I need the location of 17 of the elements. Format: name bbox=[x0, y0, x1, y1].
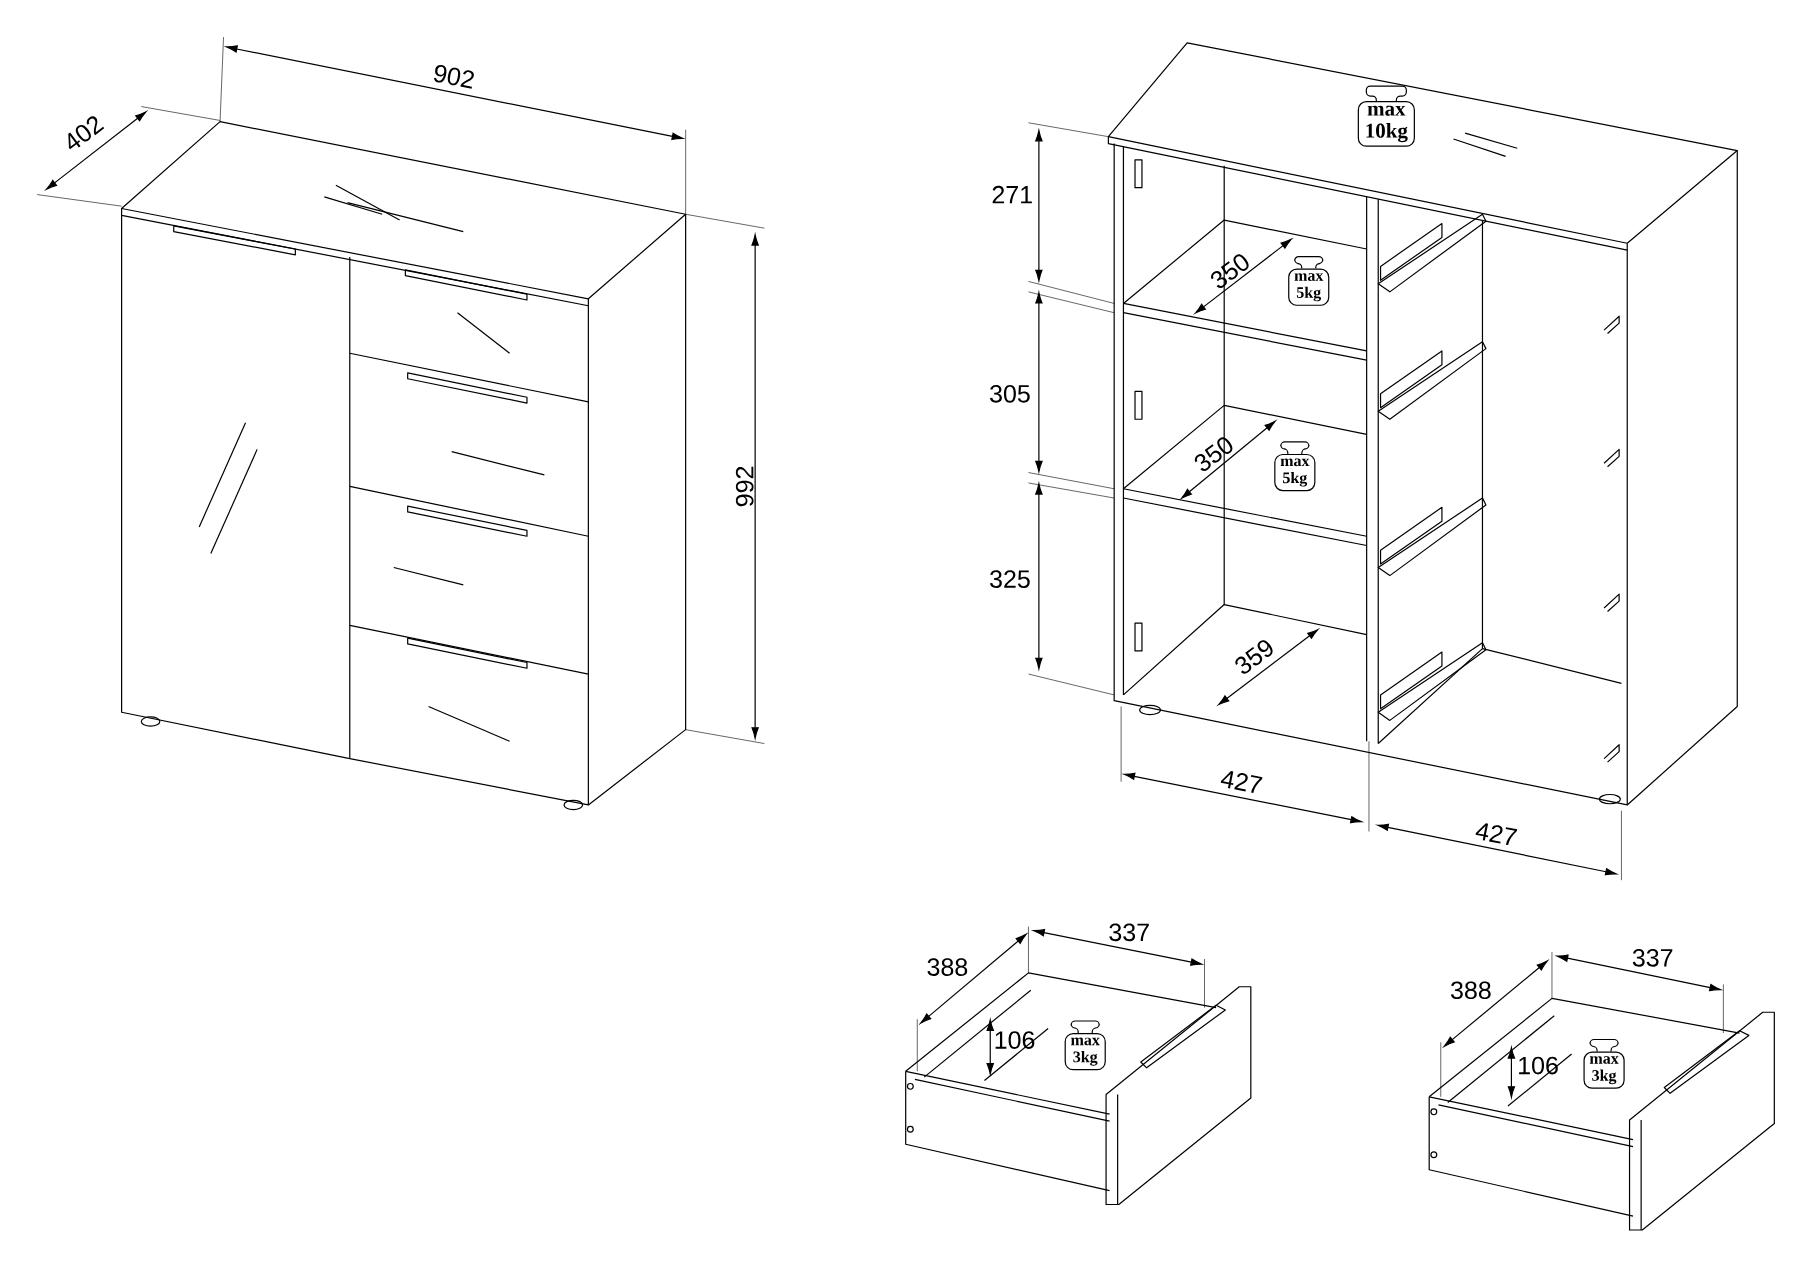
dimension-label: 271 bbox=[992, 185, 1032, 204]
dimension-label: 388 bbox=[1450, 981, 1491, 1000]
dimension-label: 106 bbox=[995, 1031, 1035, 1049]
dimension-label: 427 bbox=[1220, 771, 1263, 793]
dimension-label: 359 bbox=[1235, 640, 1273, 674]
dimension-label: 305 bbox=[990, 385, 1030, 403]
dimension-label: 902 bbox=[434, 65, 474, 89]
dimension-label: 337 bbox=[1632, 949, 1673, 967]
dimension-label: 325 bbox=[990, 570, 1030, 588]
dimension-label: 350 bbox=[1194, 437, 1233, 472]
dimension-label: 337 bbox=[1109, 923, 1149, 942]
dimension-label: 992 bbox=[735, 466, 754, 507]
dimension-label: 106 bbox=[1519, 1056, 1558, 1075]
dimension-label: 350 bbox=[1211, 254, 1249, 289]
dimension-label: 388 bbox=[927, 958, 968, 976]
dimension-label: 402 bbox=[68, 116, 105, 150]
dimension-label: 427 bbox=[1475, 823, 1518, 846]
